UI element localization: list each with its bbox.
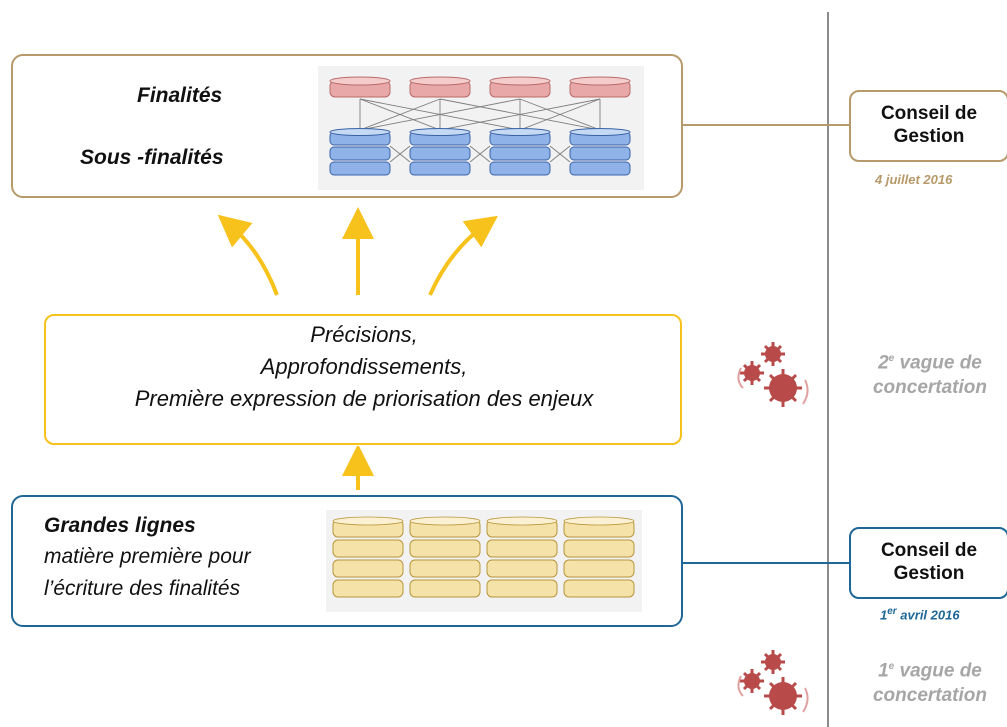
conseil-top-line-1: Conseil de [880, 103, 978, 124]
vague-1-line-2: concertation [872, 685, 988, 707]
vague-1-sup: e [888, 661, 895, 672]
conseil-gestion-box-top: Conseil de Gestion [849, 90, 1007, 162]
vague-1-rest: vague de [894, 660, 982, 682]
vague-2-sup: e [888, 353, 895, 364]
grandes-lignes-title: Grandes lignes [44, 514, 196, 537]
timeline-line [827, 12, 829, 727]
precisions-line-3: Première expression de priorisation des … [134, 386, 594, 411]
finalites-label: Finalités [137, 84, 223, 107]
conseil-top-line-2: Gestion [893, 126, 965, 147]
precisions-line-1: Précisions, [310, 322, 418, 347]
finalites-structure-diagram [318, 66, 644, 190]
vague-1-label: 1e vague de concertation [855, 654, 1005, 708]
vague-2-rest: vague de [894, 352, 982, 374]
conseil-gestion-box-bottom: Conseil de Gestion [849, 527, 1007, 599]
conseil-bottom-date-rest: avril 2016 [896, 607, 960, 623]
sous-finalites-label: Sous -finalités [80, 146, 224, 169]
grandes-lignes-line-2: l’écriture des finalités [44, 577, 241, 600]
conseil-top-date: 4 juillet 2016 [875, 172, 953, 187]
conseil-bottom-date-sup: er [887, 606, 897, 617]
connector-blue [683, 562, 851, 564]
vague-2-line-2: concertation [872, 377, 988, 399]
precisions-box [44, 314, 682, 445]
concertation-icon-2 [737, 342, 809, 407]
concertation-icon-1 [737, 650, 809, 715]
grandes-lignes-disks-diagram [326, 510, 642, 612]
vague-2-label: 2e vague de concertation [855, 346, 1005, 400]
precisions-line-2: Approfondissements, [260, 354, 468, 379]
conseil-bottom-line-2: Gestion [893, 563, 965, 584]
conseil-bottom-date: 1er avril 2016 [880, 606, 960, 622]
conseil-bottom-date-num: 1 [880, 607, 888, 623]
arrow-up-to-precisions [342, 446, 374, 490]
connector-gold [683, 124, 851, 126]
vague-1-num: 1 [878, 660, 889, 682]
vague-2-num: 2 [878, 352, 889, 374]
conseil-bottom-line-1: Conseil de [880, 540, 978, 561]
grandes-lignes-line-1: matière première pour [44, 545, 251, 568]
arrows-up-to-finalites [217, 207, 499, 296]
